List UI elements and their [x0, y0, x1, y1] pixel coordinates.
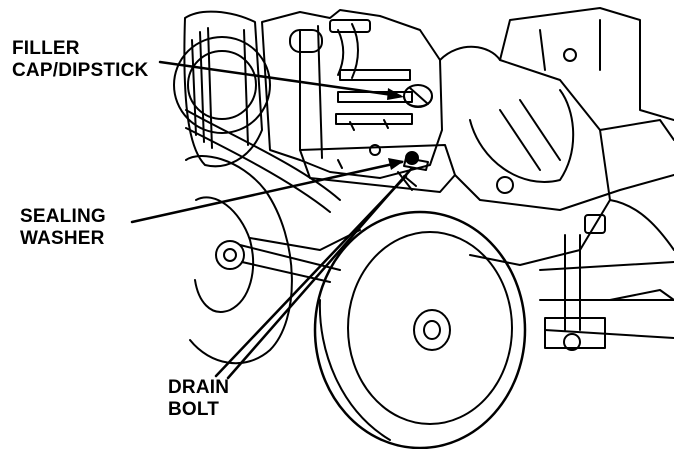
crankcase-base — [299, 119, 456, 193]
drain-bolt-label-line2: BOLT — [168, 399, 220, 420]
sealing-washer-label: SEALING WASHER — [20, 206, 106, 250]
front-wheel — [313, 210, 527, 449]
pump-body — [439, 7, 674, 266]
filler-cap-label: FILLER CAP/DIPSTICK — [12, 38, 148, 82]
filler-cap — [403, 84, 433, 108]
frame-rails — [539, 234, 674, 351]
rear-wheel — [185, 155, 293, 365]
sealing-washer-label-line2: WASHER — [20, 228, 105, 249]
sealing-washer-arrowhead — [388, 158, 404, 170]
filler-cap-label-line2: CAP/DIPSTICK — [12, 60, 149, 81]
filler-cap-leader — [158, 60, 402, 98]
drain-bolt-label-line1: DRAIN — [168, 377, 230, 398]
recoil-starter-housing — [173, 10, 271, 168]
sealing-washer-label-line1: SEALING — [20, 206, 106, 227]
filler-cap-label-line1: FILLER — [12, 38, 80, 59]
leader-lines — [130, 60, 414, 380]
filler-cap-arrowhead — [387, 88, 404, 100]
drain-bolt-label: DRAIN BOLT — [168, 377, 229, 421]
sealing-washer-leader — [130, 160, 404, 224]
drain-bolt-leader-b — [214, 174, 408, 378]
handle-tubes — [185, 109, 361, 283]
